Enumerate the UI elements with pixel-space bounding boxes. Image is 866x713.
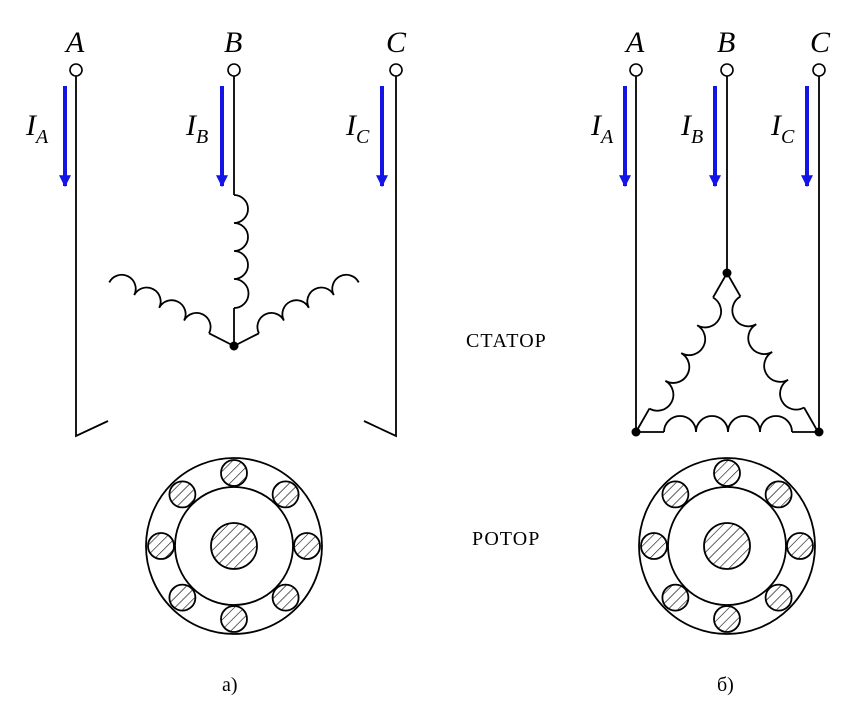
- star-connection: A B C IA IB IC: [25, 26, 407, 696]
- rotor-conductor: [147, 532, 175, 560]
- rotor-conductor: [713, 605, 741, 633]
- terminal-label-a-right: A: [624, 26, 645, 59]
- rotor-left: [145, 457, 323, 635]
- current-label-c: IC: [345, 109, 370, 148]
- terminal-b: [227, 63, 241, 77]
- delta-node-right: [814, 427, 824, 437]
- rotor-conductor: [661, 583, 690, 612]
- current-label-b-right: IB: [680, 109, 703, 148]
- terminal-label-c-right: C: [810, 26, 831, 59]
- rotor-conductor: [168, 583, 197, 612]
- rotor-conductor: [293, 532, 321, 560]
- rotor-conductor: [220, 459, 248, 487]
- neutral-point: [229, 341, 239, 351]
- delta-connection: A B C IA IB IC: [590, 26, 831, 696]
- wire-a: [75, 76, 109, 438]
- terminal-c: [389, 63, 403, 77]
- terminal-label-b-right: B: [717, 26, 735, 59]
- terminal-a-right: [629, 63, 643, 77]
- rotor-right: [638, 457, 816, 635]
- rotor-conductor: [168, 480, 197, 509]
- terminal-a: [69, 63, 83, 77]
- current-label-c-right: IC: [770, 109, 795, 148]
- delta-coil-left: [648, 296, 722, 412]
- rotor-conductor: [713, 459, 741, 487]
- rotor-conductor: [220, 605, 248, 633]
- delta-coil-right: [731, 295, 805, 411]
- coil-a: [108, 273, 212, 334]
- rotor-conductor: [764, 480, 793, 509]
- terminal-b-right: [720, 63, 734, 77]
- delta-node-top: [722, 268, 732, 278]
- rotor-conductor: [640, 532, 668, 560]
- rotor-conductor: [271, 480, 300, 509]
- terminal-c-right: [812, 63, 826, 77]
- rotor-conductor: [786, 532, 814, 560]
- rotor-label: РОТОР: [472, 528, 540, 550]
- current-label-a: IA: [25, 109, 49, 148]
- caption-delta: б): [717, 674, 734, 696]
- terminal-label-c: C: [386, 26, 407, 59]
- rotor-shaft: [210, 522, 258, 570]
- stator-label: СТАТОР: [466, 330, 547, 352]
- wire-c: [363, 76, 397, 438]
- coil-c: [256, 273, 360, 334]
- rotor-shaft: [703, 522, 751, 570]
- terminal-label-a: A: [64, 26, 85, 59]
- current-label-b: IB: [185, 109, 208, 148]
- delta-node-left: [631, 427, 641, 437]
- rotor-conductor: [764, 583, 793, 612]
- coil-b: [233, 194, 250, 309]
- terminal-label-b: B: [224, 26, 242, 59]
- delta-coil-bottom: [663, 415, 793, 433]
- rotor-conductor: [661, 480, 690, 509]
- rotor-conductor: [271, 583, 300, 612]
- caption-star: а): [222, 674, 238, 696]
- current-label-a-right: IA: [590, 109, 614, 148]
